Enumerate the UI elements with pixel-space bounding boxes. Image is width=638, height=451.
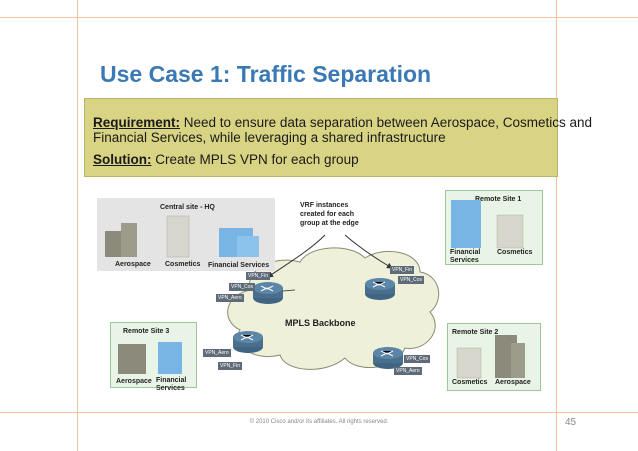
hq-vpn-aero-tag: VPN_Aero [216,294,244,302]
remote3-aerospace-label: Aerospace [116,378,152,385]
guide-line-bottom [0,412,638,413]
remote2-buildings [456,335,525,379]
mpls-backbone-label: MPLS Backbone [285,318,356,328]
solution-line: Solution: Create MPLS VPN for each group [93,152,359,167]
hq-buildings [105,215,259,258]
vrf-arrow-right [344,234,393,269]
router-hq [253,282,283,304]
vrf-note-line1: VRF instances [300,202,349,209]
vrf-note-line3: group at the edge [300,220,359,227]
remote1-buildings [451,200,524,249]
slide-title: Use Case 1: Traffic Separation [100,61,432,87]
guide-line-left [77,0,78,451]
requirement-text-2: Financial Services, while leveraging a s… [93,130,446,145]
r1-vpn-cos-tag: VPN_Cos [398,276,424,284]
remote1-financial-label-2: Services [450,257,479,264]
remote3-buildings [118,342,182,374]
solution-text: Create MPLS VPN for each group [151,152,359,167]
remote1-cosmetics-label: Cosmetics [497,249,533,256]
aerospace-building-icon [118,344,146,374]
remote2-aerospace-label: Aerospace [495,379,531,386]
r2-vpn-aero-tag: VPN_Aero [394,367,422,375]
remote1-financial-label-1: Financial [450,249,481,256]
remote3-title: Remote Site 3 [123,328,170,335]
router-remote2 [373,347,403,369]
remote3-financial-label-2: Services [156,385,185,392]
solution-label: Solution: [93,152,152,167]
remote1-title: Remote Site 1 [475,196,522,203]
remote-site-2 [447,323,541,391]
hq-vpn-cos-tag: VPN_Cos [229,283,255,291]
guide-line-top [0,17,638,18]
hq-cosmetics-label: Cosmetics [165,261,201,268]
router-remote1 [365,278,395,300]
cosmetics-building-icon [456,347,482,379]
remote2-title: Remote Site 2 [452,329,499,336]
r3-vpn-fin-tag: VPN_Fin [218,362,243,370]
financial-building-icon [158,342,182,374]
requirement-text-1: Need to ensure data separation between A… [180,115,593,130]
financial-building-icon [451,200,481,248]
remote2-cosmetics-label: Cosmetics [452,379,488,386]
cosmetics-building-icon [496,214,524,249]
remote3-financial-label-1: Financial [156,377,187,384]
guide-line-right [556,0,557,451]
vrf-arrow-left [267,234,326,278]
aerospace-building-icon [495,335,525,378]
requirement-box: Requirement: Need to ensure data separat… [84,98,592,177]
financial-building-icon [219,228,259,257]
router-remote3 [233,331,263,353]
r2-vpn-cos-tag: VPN_Cos [404,355,430,363]
page-number: 45 [565,417,577,428]
hq-financial-label: Financial Services [208,262,270,269]
requirement-line-1: Requirement: Need to ensure data separat… [93,115,592,130]
r1-vpn-fin-tag: VPN_Fin [390,266,415,274]
central-site-title: Central site - HQ [160,204,215,211]
hq-vpn-fin-tag: VPN_Fin [246,272,271,280]
cosmetics-building-icon [166,215,190,258]
r3-vpn-aero-tag: VPN_Aero [203,349,231,357]
vrf-note-line2: created for each [300,211,355,218]
requirement-label: Requirement: [93,115,181,130]
aerospace-building-icon [105,223,137,257]
hq-aerospace-label: Aerospace [115,261,151,268]
copyright-footer: © 2010 Cisco and/or its affiliates. All … [249,419,389,425]
